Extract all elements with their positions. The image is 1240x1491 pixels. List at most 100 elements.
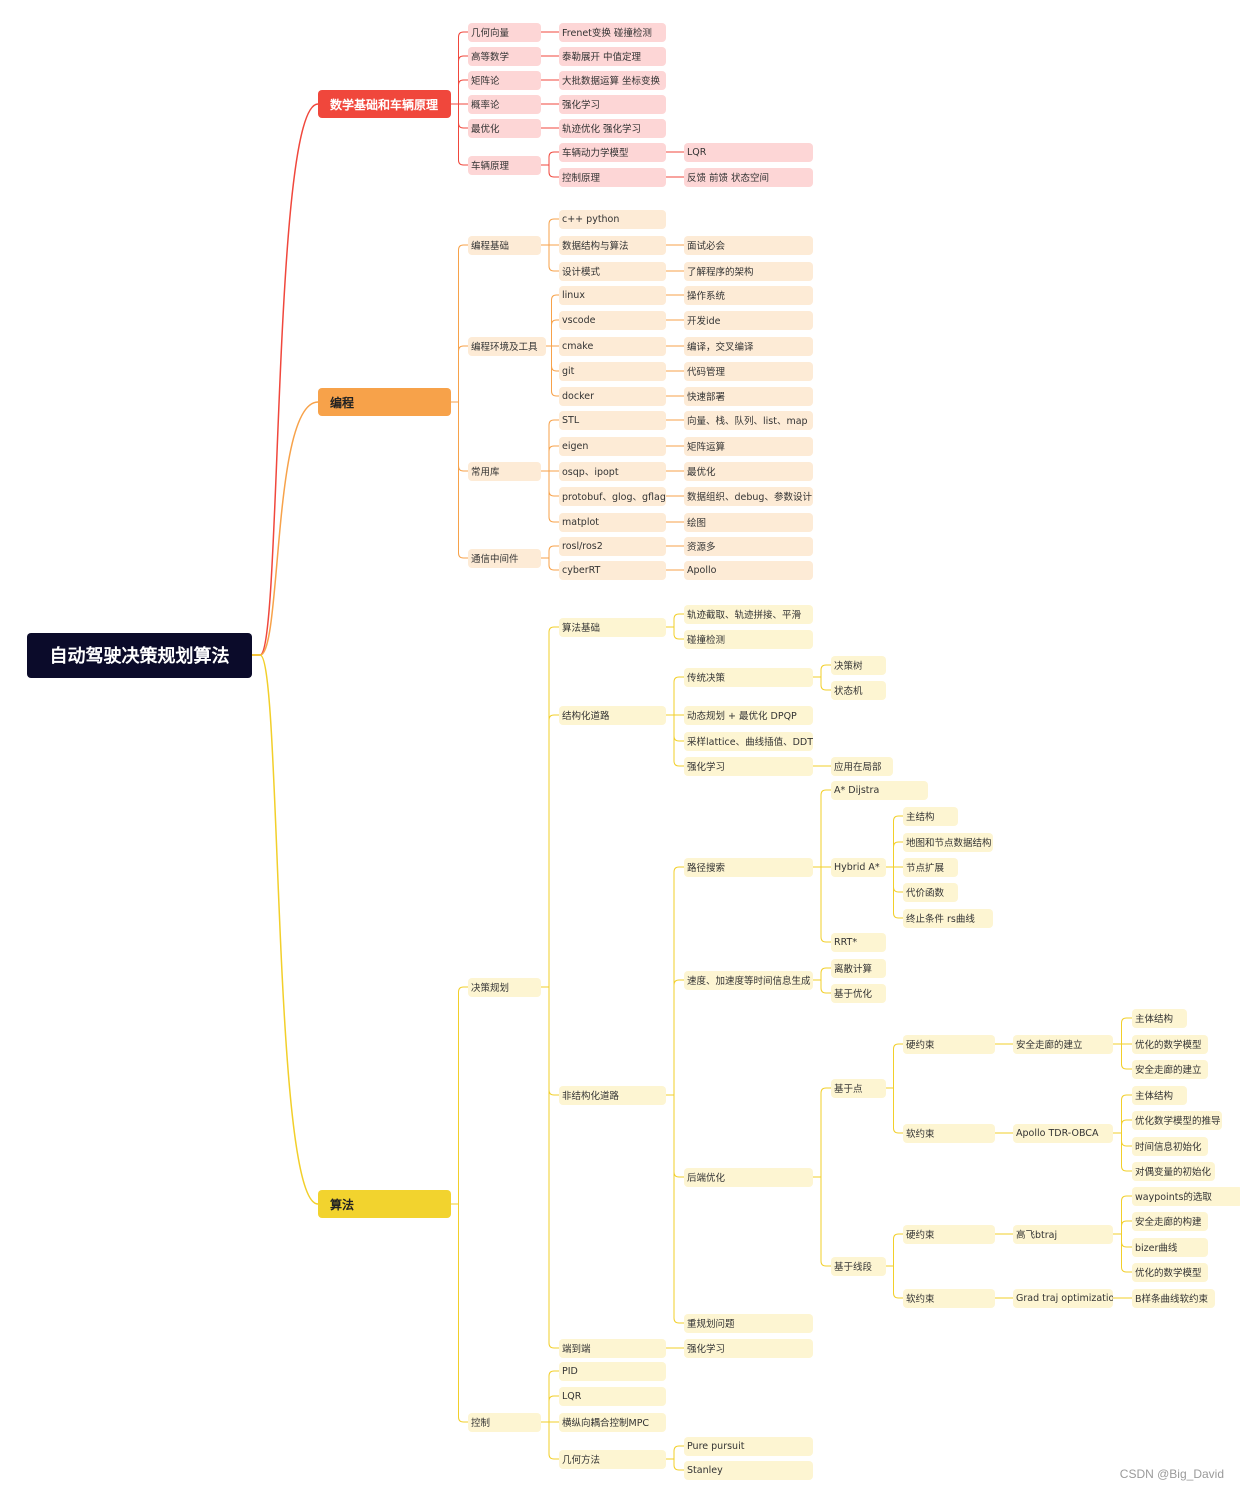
branch-0-1-0[interactable]: 泰勒展开 中值定理	[559, 46, 666, 66]
branch-1-2-2[interactable]: osqp、ipopt	[559, 461, 666, 481]
branch-1-2-0[interactable]: STL	[559, 410, 666, 430]
branch-1-3[interactable]: 通信中间件	[468, 548, 541, 568]
branch-2-0-2-0-1-3[interactable]: 代价函数	[903, 882, 958, 902]
branch-2-0-3-0[interactable]: 强化学习	[684, 1338, 813, 1358]
branch-1-1-2[interactable]: cmake	[559, 336, 666, 356]
branch-2-0-2-1[interactable]: 速度、加速度等时间信息生成	[684, 970, 813, 990]
branch-0-2[interactable]: 矩阵论	[468, 70, 541, 90]
branch-1-0[interactable]: 编程基础	[468, 235, 541, 255]
branch-2-0-2-0-1-0[interactable]: 主结构	[903, 806, 958, 826]
branch-1-2-0-0[interactable]: 向量、栈、队列、list、map	[684, 410, 813, 430]
branch-0-3-0[interactable]: 强化学习	[559, 94, 666, 114]
branch-2-0-0-0[interactable]: 轨迹截取、轨迹拼接、平滑	[684, 604, 813, 624]
branch-0-5-1-0[interactable]: 反馈 前馈 状态空间	[684, 167, 813, 187]
branch-2-0-2-0-1-2[interactable]: 节点扩展	[903, 857, 958, 877]
branch-2-1-0[interactable]: PID	[559, 1361, 666, 1381]
branch-2-0-2-2-1-0-0-1[interactable]: 安全走廊的构建	[1132, 1211, 1208, 1231]
branch-2-0-2-0-2[interactable]: RRT*	[831, 932, 886, 952]
branch-1-2-3[interactable]: protobuf、glog、gflag	[559, 486, 666, 506]
branch-2-0-2-2-0-0-0-2[interactable]: 安全走廊的建立	[1132, 1059, 1208, 1079]
branch-2-0-1-3[interactable]: 强化学习	[684, 756, 813, 776]
branch-2-0-2-2-0[interactable]: 基于点	[831, 1078, 886, 1098]
branch-1-3-1[interactable]: cyberRT	[559, 560, 666, 580]
branch-2[interactable]: 算法	[318, 1190, 451, 1218]
branch-0-5-0[interactable]: 车辆动力学模型	[559, 142, 666, 162]
branch-1-2-1[interactable]: eigen	[559, 436, 666, 456]
branch-2-0-2-2-1-0-0[interactable]: 高飞btraj	[1013, 1224, 1113, 1244]
branch-0-0[interactable]: 几何向量	[468, 22, 541, 42]
branch-2-0-2-0-1[interactable]: Hybrid A*	[831, 857, 886, 877]
branch-2-0-2-0-0[interactable]: A* Dijstra	[831, 780, 928, 800]
branch-0-5[interactable]: 车辆原理	[468, 155, 541, 175]
branch-2-0-2-2-1-0-0-3[interactable]: 优化的数学模型	[1132, 1262, 1208, 1282]
branch-2-0-2-2-0-1-0[interactable]: Apollo TDR-OBCA	[1013, 1123, 1113, 1143]
branch-2-0-2-2-1[interactable]: 基于线段	[831, 1256, 886, 1276]
branch-2-1-3-0[interactable]: Pure pursuit	[684, 1436, 813, 1456]
branch-0-5-1[interactable]: 控制原理	[559, 167, 666, 187]
branch-2-0-2-2-0-0[interactable]: 硬约束	[903, 1034, 995, 1054]
branch-2-0-2-2-1-0-0-0[interactable]: waypoints的选取	[1132, 1186, 1240, 1206]
branch-2-0-1-0-0[interactable]: 决策树	[831, 655, 886, 675]
branch-1-1[interactable]: 编程环境及工具	[468, 336, 546, 356]
branch-2-0-1-0[interactable]: 传统决策	[684, 667, 813, 687]
branch-2-0-2-0-1-4[interactable]: 终止条件 rs曲线	[903, 908, 993, 928]
branch-2-0-2-2-0-0-0[interactable]: 安全走廊的建立	[1013, 1034, 1113, 1054]
branch-2-0-2-2-0-1-0-3[interactable]: 对偶变量的初始化	[1132, 1161, 1215, 1181]
branch-1-2-4[interactable]: matplot	[559, 512, 666, 532]
branch-2-0-2-0-1-1[interactable]: 地图和节点数据结构	[903, 832, 993, 852]
branch-0-2-0[interactable]: 大批数据运算 坐标变换	[559, 70, 666, 90]
branch-2-0[interactable]: 决策规划	[468, 977, 541, 997]
branch-1-3-0[interactable]: rosl/ros2	[559, 536, 666, 556]
branch-1-1-0[interactable]: linux	[559, 285, 666, 305]
branch-1-1-3[interactable]: git	[559, 361, 666, 381]
branch-2-0-0[interactable]: 算法基础	[559, 617, 666, 637]
branch-1-2[interactable]: 常用库	[468, 461, 541, 481]
branch-1-0-2[interactable]: 设计模式	[559, 261, 666, 281]
branch-1-1-4[interactable]: docker	[559, 386, 666, 406]
branch-1-3-0-0[interactable]: 资源多	[684, 536, 813, 556]
branch-2-0-2-2-0-0-0-1[interactable]: 优化的数学模型	[1132, 1034, 1208, 1054]
branch-2-0-2-2-0-1-0-1[interactable]: 优化数学模型的推导	[1132, 1110, 1222, 1130]
branch-1-1-3-0[interactable]: 代码管理	[684, 361, 813, 381]
branch-2-0-2[interactable]: 非结构化道路	[559, 1085, 666, 1105]
root-node[interactable]: 自动驾驶决策规划算法	[27, 632, 252, 678]
branch-1-1-4-0[interactable]: 快速部署	[684, 386, 813, 406]
branch-1-0-1-0[interactable]: 面试必会	[684, 235, 813, 255]
branch-2-0-2-2[interactable]: 后端优化	[684, 1167, 813, 1187]
branch-2-1-1[interactable]: LQR	[559, 1386, 666, 1406]
branch-2-0-1-2[interactable]: 采样lattice、曲线插值、DDT	[684, 731, 813, 751]
branch-0-3[interactable]: 概率论	[468, 94, 541, 114]
branch-0-0-0[interactable]: Frenet变换 碰撞检测	[559, 22, 666, 42]
branch-1-2-1-0[interactable]: 矩阵运算	[684, 436, 813, 456]
branch-1-1-2-0[interactable]: 编译，交叉编译	[684, 336, 813, 356]
branch-0[interactable]: 数学基础和车辆原理	[318, 90, 451, 118]
branch-0-4[interactable]: 最优化	[468, 118, 541, 138]
branch-2-0-2-2-1-1[interactable]: 软约束	[903, 1288, 995, 1308]
branch-2-0-2-2-1-0[interactable]: 硬约束	[903, 1224, 995, 1244]
branch-1[interactable]: 编程	[318, 388, 451, 416]
branch-2-0-2-2-1-0-0-2[interactable]: bizer曲线	[1132, 1237, 1208, 1257]
branch-1-3-1-0[interactable]: Apollo	[684, 560, 813, 580]
branch-2-0-2-0[interactable]: 路径搜索	[684, 857, 813, 877]
branch-2-0-2-2-1-1-0-0[interactable]: B样条曲线软约束	[1132, 1288, 1215, 1308]
branch-2-0-1[interactable]: 结构化道路	[559, 705, 666, 725]
branch-2-1-3[interactable]: 几何方法	[559, 1449, 666, 1469]
branch-1-0-1[interactable]: 数据结构与算法	[559, 235, 666, 255]
branch-2-0-2-2-0-0-0-0[interactable]: 主体结构	[1132, 1008, 1187, 1028]
branch-0-4-0[interactable]: 轨迹优化 强化学习	[559, 118, 666, 138]
branch-1-1-1[interactable]: vscode	[559, 310, 666, 330]
branch-2-1-3-1[interactable]: Stanley	[684, 1460, 813, 1480]
branch-2-0-0-1[interactable]: 碰撞检测	[684, 629, 813, 649]
branch-1-1-1-0[interactable]: 开发ide	[684, 310, 813, 330]
branch-1-0-0[interactable]: c++ python	[559, 209, 666, 229]
branch-2-0-1-0-1[interactable]: 状态机	[831, 680, 886, 700]
branch-1-2-2-0[interactable]: 最优化	[684, 461, 813, 481]
branch-2-0-2-2-1-1-0[interactable]: Grad traj optimization	[1013, 1288, 1113, 1308]
branch-2-0-1-3-0[interactable]: 应用在局部	[831, 756, 893, 776]
branch-2-0-2-1-0[interactable]: 离散计算	[831, 958, 886, 978]
branch-2-0-2-2-0-1-0-0[interactable]: 主体结构	[1132, 1085, 1187, 1105]
branch-1-2-4-0[interactable]: 绘图	[684, 512, 813, 532]
branch-1-0-2-0[interactable]: 了解程序的架构	[684, 261, 813, 281]
branch-2-0-1-1[interactable]: 动态规划 + 最优化 DPQP	[684, 705, 813, 725]
branch-1-2-3-0[interactable]: 数据组织、debug、参数设计	[684, 486, 813, 506]
